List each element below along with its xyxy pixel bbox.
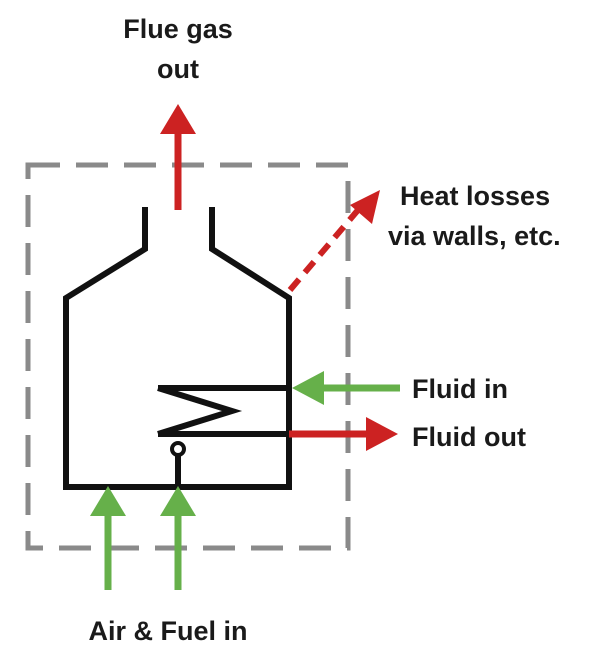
- heat-losses-label-line1: Heat losses: [400, 181, 550, 211]
- heat-losses-label-line2: via walls, etc.: [388, 221, 561, 251]
- fluid-in-label: Fluid in: [412, 374, 508, 404]
- heat-losses-arrow: [287, 190, 380, 292]
- fluid-in-arrow: [292, 371, 400, 405]
- flue-gas-out-arrow: [160, 104, 196, 210]
- flue-gas-label-line2: out: [157, 54, 199, 84]
- fuel-in-arrow: [160, 486, 196, 590]
- heat-exchanger-coil: [157, 385, 289, 437]
- fluid-out-label: Fluid out: [412, 422, 526, 452]
- air-in-arrow: [90, 486, 126, 590]
- system-boundary: [25, 162, 351, 551]
- air-fuel-in-label: Air & Fuel in: [88, 616, 247, 646]
- fluid-out-arrow: [289, 417, 398, 451]
- flue-gas-label-line1: Flue gas: [123, 14, 233, 44]
- burner: [170, 441, 186, 487]
